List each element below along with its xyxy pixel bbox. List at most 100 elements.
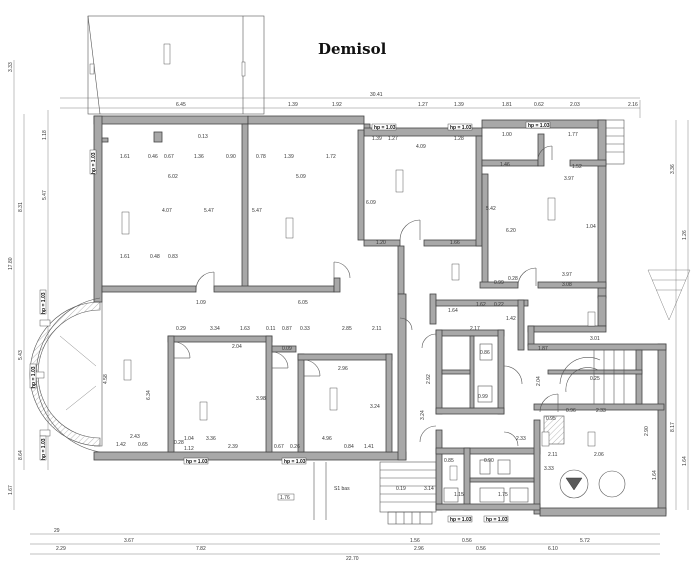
room-dim-81: 1.75 bbox=[498, 492, 508, 498]
room-dim-71: 1.64 bbox=[448, 308, 458, 314]
room-dim-90: 3.33 bbox=[544, 466, 554, 472]
room-dim-17: 5.47 bbox=[252, 208, 262, 214]
room-dim-20: 1.39 bbox=[372, 136, 382, 142]
room-dim-70: 0.99 bbox=[478, 394, 488, 400]
room-dim-27: 1.46 bbox=[500, 162, 510, 168]
room-dim-33: 3.97 bbox=[562, 272, 572, 278]
bottom-dim-5: 5.72 bbox=[580, 538, 590, 544]
room-dim-23: 1.20 bbox=[376, 240, 386, 246]
room-dim-49: 0.09 bbox=[282, 346, 292, 352]
room-dim-94: 0.25 bbox=[590, 376, 600, 382]
room-dim-92: 1.87 bbox=[538, 346, 548, 352]
top-overall-dim: 30.41 bbox=[370, 92, 383, 98]
room-dim-62: 0.65 bbox=[138, 442, 148, 448]
top-dim-3: 1.92 bbox=[332, 102, 342, 108]
room-dim-55: 3.36 bbox=[206, 436, 216, 442]
callout-box bbox=[277, 493, 295, 501]
level-tags bbox=[29, 121, 551, 523]
top-dim-2: 1.39 bbox=[288, 102, 298, 108]
bottom-dimension-lines bbox=[30, 533, 660, 555]
room-dim-46: 2.11 bbox=[372, 326, 382, 332]
left-dim-7: 8.64 bbox=[18, 450, 24, 460]
exterior-stairs-top-right bbox=[603, 119, 625, 165]
sanitary-fixtures bbox=[443, 343, 529, 503]
room-dim-79: 0.85 bbox=[444, 458, 454, 464]
room-dim-65: 1.04 bbox=[184, 436, 194, 442]
top-dim-1: 6.45 bbox=[176, 102, 186, 108]
room-dim-57: 0.67 bbox=[274, 444, 284, 450]
room-dim-5: 0.90 bbox=[226, 154, 236, 160]
room-dim-86: 0.96 bbox=[566, 408, 576, 414]
left-dim-5: 17.80 bbox=[8, 257, 14, 270]
room-dim-64: 0.28 bbox=[174, 440, 184, 446]
level-tag-9: hp = 1.03 bbox=[284, 459, 306, 465]
room-dimension-labels: 1.61 0.46 0.67 1.36 0.90 0.13 6.02 4.07 … bbox=[103, 132, 658, 498]
room-dim-87: 2.33 bbox=[596, 408, 606, 414]
room-dim-35: 0.99 bbox=[494, 280, 504, 286]
level-tag-11: hp = 1.03 bbox=[486, 517, 508, 523]
room-dim-41: 1.63 bbox=[240, 326, 250, 332]
room-dim-72: 1.62 bbox=[476, 302, 486, 308]
room-dim-67: 2.92 bbox=[426, 374, 432, 384]
room-dim-38: 1.09 bbox=[196, 300, 206, 306]
room-dim-31: 6.20 bbox=[506, 228, 516, 234]
bottom-dim-4: 0.56 bbox=[462, 538, 472, 544]
room-dim-42: 0.11 bbox=[266, 326, 276, 332]
room-dim-18: 1.27 bbox=[388, 136, 398, 142]
room-dim-61: 1.42 bbox=[116, 442, 126, 448]
room-dim-8: 4.07 bbox=[162, 208, 172, 214]
room-dim-85: 2.90 bbox=[644, 426, 650, 436]
room-dim-34: 3.08 bbox=[562, 282, 572, 288]
callout-2: S1 bas bbox=[334, 486, 350, 492]
level-tag-7: hp = 1.03 bbox=[41, 438, 47, 460]
room-dim-1: 1.61 bbox=[120, 154, 130, 160]
room-dim-89: 2.06 bbox=[594, 452, 604, 458]
level-tag-4: hp = 1.03 bbox=[91, 152, 97, 174]
room-dim-82: 1.15 bbox=[454, 492, 464, 498]
top-dimension-lines bbox=[60, 97, 641, 118]
bottom-overall-dim: 22.70 bbox=[346, 556, 359, 562]
room-dim-74: 0.22 bbox=[494, 302, 504, 308]
entry-steps bbox=[313, 461, 437, 525]
room-dim-73: 2.17 bbox=[470, 326, 480, 332]
room-dim-26: 1.77 bbox=[568, 132, 578, 138]
room-dim-10: 1.61 bbox=[120, 254, 130, 260]
room-dim-44: 0.33 bbox=[300, 326, 310, 332]
right-dim-3: 8.17 bbox=[670, 422, 676, 432]
right-dim-2: 1.26 bbox=[682, 230, 688, 240]
room-dim-28: 1.52 bbox=[572, 164, 582, 170]
bottom-dim-9: 0.56 bbox=[476, 546, 486, 552]
room-dim-9: 5.47 bbox=[204, 208, 214, 214]
left-dim-4: 8.31 bbox=[18, 202, 24, 212]
room-dim-29: 3.97 bbox=[564, 176, 574, 182]
left-dim-8: 1.67 bbox=[8, 485, 14, 495]
room-dim-45: 2.85 bbox=[342, 326, 352, 332]
left-dim-3: 5.47 bbox=[42, 190, 48, 200]
bottom-dim-8: 2.96 bbox=[414, 546, 424, 552]
room-dim-63: 2.43 bbox=[130, 434, 140, 440]
room-dim-78: 3.24 bbox=[420, 410, 426, 420]
room-dim-50: 2.96 bbox=[338, 366, 348, 372]
room-dim-83: 0.19 bbox=[396, 486, 406, 492]
room-dim-36: 0.28 bbox=[508, 276, 518, 282]
bottom-dim-10: 6.10 bbox=[548, 546, 558, 552]
room-dim-11: 0.48 bbox=[150, 254, 160, 260]
room-dim-14: 1.39 bbox=[284, 154, 294, 160]
room-dim-48: 3.98 bbox=[256, 396, 266, 402]
room-dim-93: 3.01 bbox=[590, 336, 600, 342]
right-dim-4: 1.64 bbox=[682, 456, 688, 466]
level-tag-8: hp = 1.03 bbox=[186, 459, 208, 465]
room-dim-47: 2.04 bbox=[232, 344, 242, 350]
top-dim-7: 0.62 bbox=[534, 102, 544, 108]
interior-walls bbox=[101, 123, 665, 515]
top-dim-9: 2.16 bbox=[628, 102, 638, 108]
level-tag-6: hp = 1.03 bbox=[31, 366, 37, 388]
room-dim-43: 0.87 bbox=[282, 326, 292, 332]
left-dim-6: 5.43 bbox=[18, 350, 24, 360]
room-dim-66: 1.12 bbox=[184, 446, 194, 452]
room-dim-58: 0.26 bbox=[290, 444, 300, 450]
room-dim-54: 1.41 bbox=[364, 444, 374, 450]
room-dim-13: 0.78 bbox=[256, 154, 266, 160]
room-dim-22: 6.09 bbox=[366, 200, 376, 206]
room-dim-7: 6.02 bbox=[168, 174, 178, 180]
